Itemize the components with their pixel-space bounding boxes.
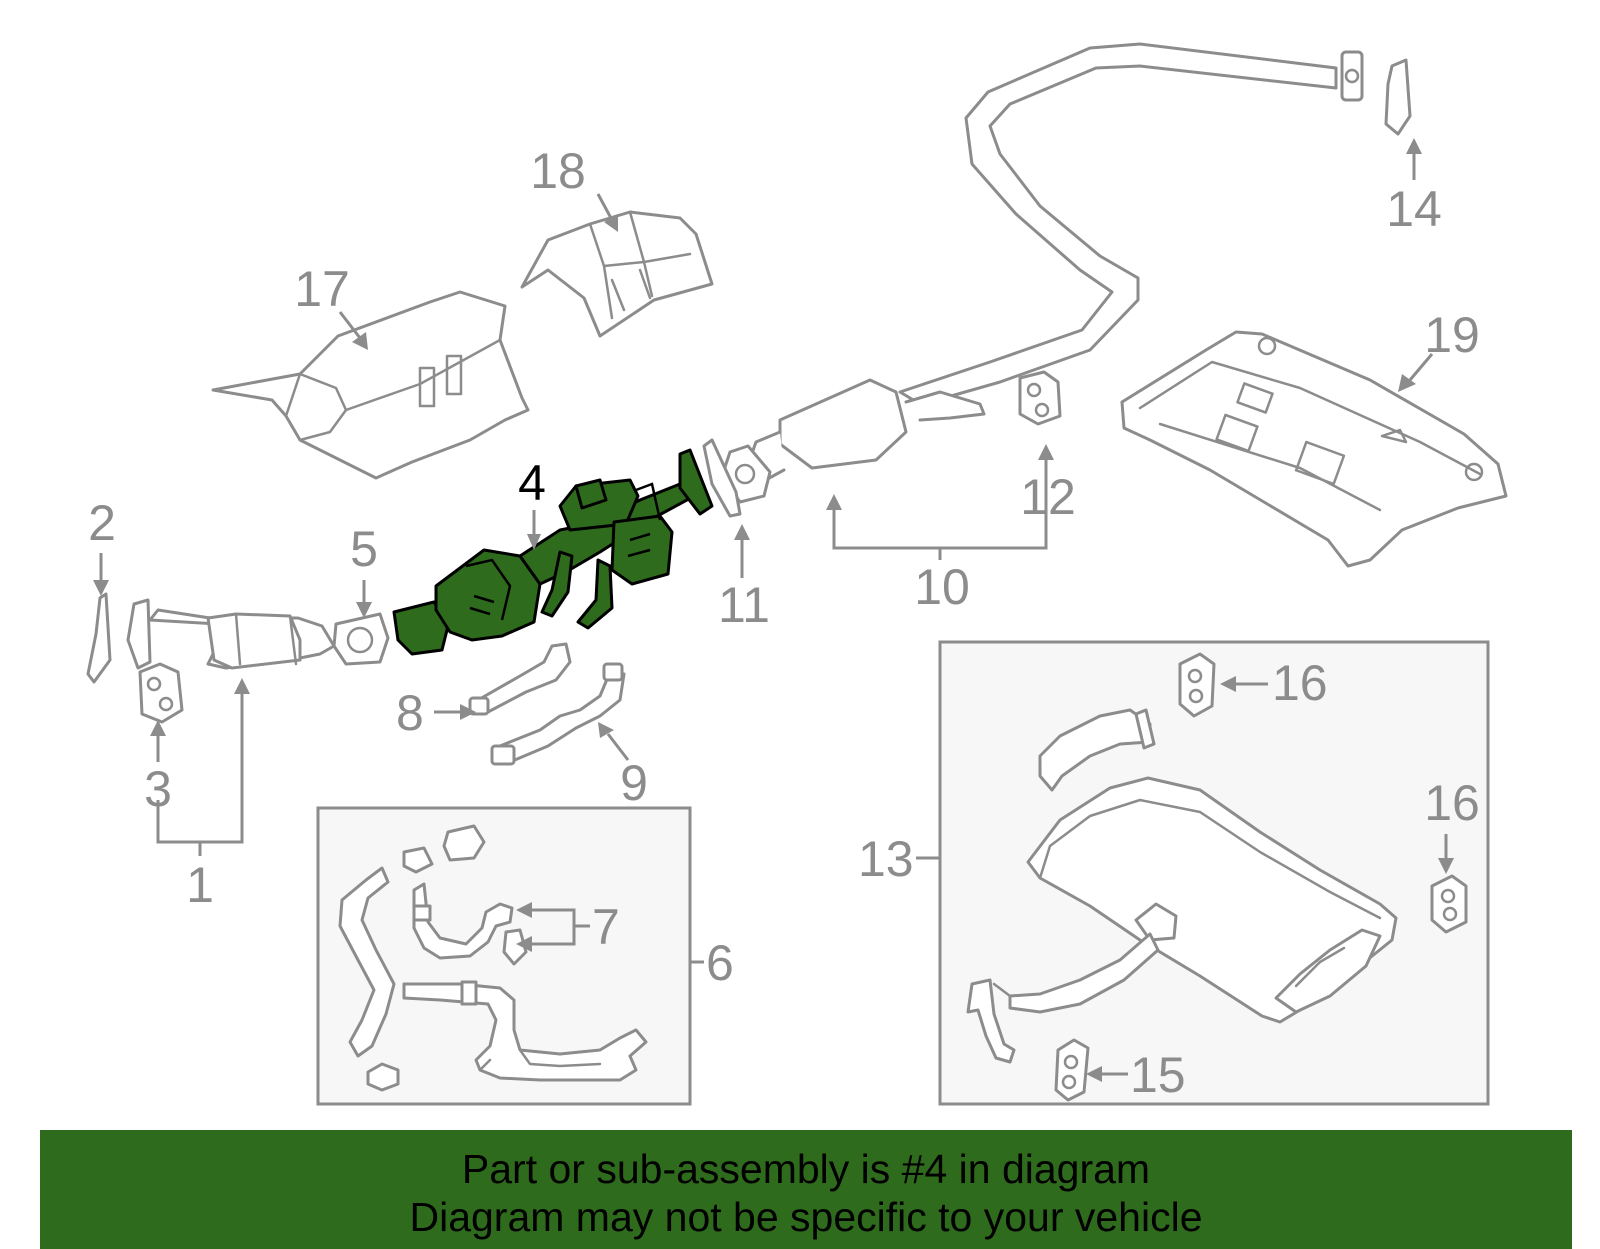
callout-4: 4 [518, 455, 546, 511]
callout-10: 10 [914, 559, 970, 615]
callout-numbers: 1 2 3 4 5 6 7 8 9 10 11 12 13 14 15 16 1… [88, 143, 1480, 1103]
catalytic-converter-4[interactable] [392, 448, 714, 656]
gasket-14[interactable] [1384, 58, 1412, 136]
gasket-5[interactable] [332, 612, 390, 666]
underbody-shield-19[interactable] [1120, 330, 1508, 568]
front-pipe-1[interactable] [126, 598, 336, 670]
banner-line-2: Diagram may not be specific to your vehi… [409, 1194, 1203, 1240]
callout-17: 17 [294, 261, 350, 317]
callout-6: 6 [706, 935, 734, 991]
callout-14: 14 [1386, 181, 1442, 237]
hanger-12[interactable] [1018, 370, 1062, 426]
gasket-2[interactable] [86, 592, 112, 684]
callout-2: 2 [88, 495, 116, 551]
banner-line-1: Part or sub-assembly is #4 in diagram [461, 1146, 1151, 1192]
callout-7: 7 [592, 899, 620, 955]
callout-16-lower: 16 [1424, 775, 1480, 831]
callout-12: 12 [1020, 469, 1076, 525]
hanger-16-upper[interactable] [1178, 652, 1216, 718]
hose-8[interactable] [468, 642, 572, 716]
callout-1: 1 [186, 857, 214, 913]
callout-19: 19 [1424, 307, 1480, 363]
callout-3: 3 [144, 761, 172, 817]
callout-15: 15 [1130, 1047, 1186, 1103]
callout-5: 5 [350, 521, 378, 577]
banner-background [40, 1130, 1572, 1249]
hanger-15[interactable] [1054, 1038, 1090, 1102]
hanger-3[interactable] [138, 662, 184, 724]
callout-9: 9 [620, 755, 648, 811]
callout-18: 18 [530, 143, 586, 199]
hose-9[interactable] [490, 662, 626, 766]
heat-shield-18[interactable] [520, 210, 714, 338]
callout-8: 8 [396, 685, 424, 741]
info-banner: Part or sub-assembly is #4 in diagram Di… [40, 1130, 1572, 1249]
hose-kit-6[interactable] [338, 824, 648, 1092]
hanger-16-lower[interactable] [1430, 874, 1468, 934]
callout-11: 11 [718, 577, 770, 633]
callout-13: 13 [858, 831, 914, 887]
muffler-13[interactable] [966, 708, 1398, 1064]
heat-shield-17[interactable] [211, 290, 530, 480]
gasket-11[interactable] [702, 438, 742, 518]
callout-16-upper: 16 [1272, 655, 1328, 711]
leader-lines [93, 138, 1454, 1082]
